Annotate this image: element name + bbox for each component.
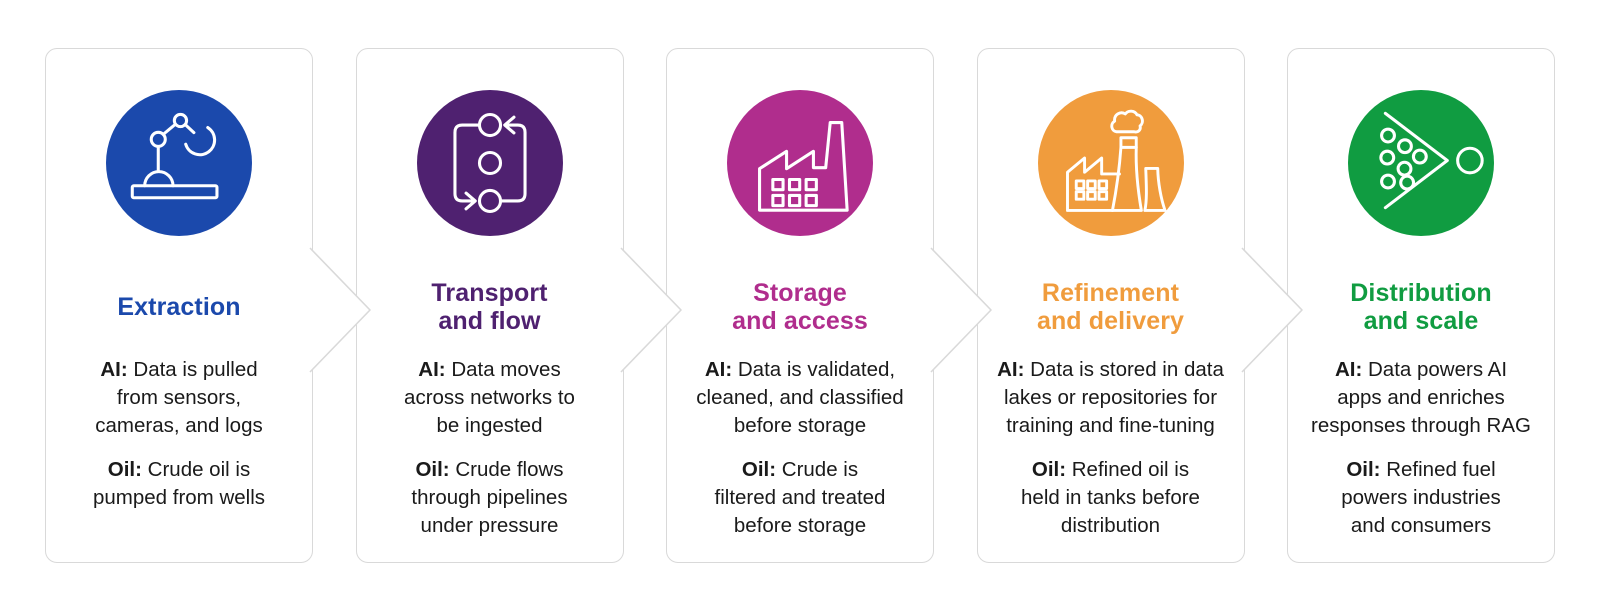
ai-label: AI: — [418, 358, 446, 381]
oil-line: filtered and treated — [714, 486, 886, 509]
stage-title-line: Extraction — [117, 293, 241, 321]
oil-label: Oil: — [107, 458, 142, 481]
oil-label: Oil: — [415, 458, 450, 481]
stage-title-line: and scale — [1363, 307, 1479, 335]
ai-line: cameras, and logs — [95, 414, 263, 437]
transport-icon-circle — [416, 90, 563, 236]
oil-description: Oil: Refined oil is held in tanks before… — [982, 456, 1240, 540]
stage-title: Refinement and delivery — [978, 278, 1244, 336]
ai-description: AI: Data is validated, cleaned, and clas… — [671, 356, 929, 440]
stage-card-extraction: Extraction AI: Data is pulled from senso… — [45, 48, 371, 563]
ai-line: lakes or repositories for — [1003, 386, 1218, 409]
robot-arm-icon — [130, 112, 219, 200]
stage-title: Storage and access — [667, 278, 933, 336]
oil-line: and consumers — [1350, 514, 1492, 537]
stage-description: AI: Data is pulled from sensors, cameras… — [46, 356, 312, 512]
ai-line: responses through RAG — [1311, 414, 1531, 437]
stage-title-line: Transport — [431, 279, 548, 307]
flow-loop-icon — [452, 112, 527, 214]
oil-line: Crude flows — [455, 458, 564, 481]
oil-line: distribution — [1060, 514, 1161, 537]
ai-line: before storage — [733, 414, 867, 437]
storage-icon-circle — [727, 90, 873, 236]
oil-line: Refined oil is — [1071, 458, 1190, 481]
ai-line: Data powers AI — [1368, 358, 1508, 381]
oil-line: Crude is — [781, 458, 859, 481]
ai-line: Data is validated, — [737, 358, 896, 381]
stage-title-line: Refinement — [1041, 279, 1180, 307]
extraction-icon-circle — [106, 90, 252, 236]
oil-label: Oil: — [741, 458, 777, 481]
stage-title: Transport and flow — [357, 278, 623, 336]
ai-label: AI: — [997, 358, 1025, 381]
stage-card-distribution-and-scale: Distribution and scale AI: Data powers A… — [1287, 48, 1555, 563]
oil-line: held in tanks before — [1021, 486, 1200, 509]
ai-label: AI: — [704, 358, 733, 381]
oil-line: Refined fuel — [1386, 458, 1496, 481]
ai-label: AI: — [1334, 358, 1363, 381]
stage-card-refinement-and-delivery: Refinement and delivery AI: Data is stor… — [976, 48, 1303, 563]
oil-line: before storage — [733, 514, 867, 537]
ai-line: training and fine-tuning — [1006, 414, 1215, 437]
oil-description: Oil: Refined fuel powers industries and … — [1292, 456, 1550, 540]
stage-title-line: Storage — [753, 279, 847, 307]
oil-label: Oil: — [1346, 458, 1381, 481]
stage-title-line: and access — [732, 307, 868, 335]
funnel-distribution-icon — [1379, 111, 1484, 210]
ai-description: AI: Data powers AI apps and enriches res… — [1292, 356, 1550, 440]
oil-line: through pipelines — [411, 486, 568, 509]
pipeline-diagram: Extraction AI: Data is pulled from senso… — [45, 48, 1555, 563]
stage-title: Distribution and scale — [1288, 278, 1554, 336]
ai-line: Data is stored in data — [1030, 358, 1224, 381]
refinery-icon — [1065, 109, 1166, 212]
ai-line: Data moves — [451, 358, 561, 381]
stage-description: AI: Data moves across networks to be ing… — [357, 356, 623, 540]
stage-title: Extraction — [46, 278, 312, 336]
stage-title-line: and delivery — [1036, 307, 1185, 335]
ai-line: cleaned, and classified — [696, 386, 904, 409]
oil-line: Crude oil is — [147, 458, 251, 481]
ai-label: AI: — [100, 358, 128, 381]
stage-card-storage-and-access: Storage and access AI: Data is validated… — [666, 48, 992, 563]
oil-line: under pressure — [420, 514, 559, 537]
stage-card-transport-and-flow: Transport and flow AI: Data moves across… — [355, 48, 682, 563]
ai-line: across networks to — [404, 386, 575, 409]
oil-line: pumped from wells — [92, 486, 266, 509]
stage-description: AI: Data is stored in data lakes or repo… — [978, 356, 1244, 540]
ai-line: Data is pulled — [133, 358, 258, 381]
ai-description: AI: Data is stored in data lakes or repo… — [982, 356, 1240, 440]
ai-line: from sensors, — [116, 386, 242, 409]
oil-description: Oil: Crude oil is pumped from wells — [50, 456, 308, 512]
refinement-icon-circle — [1037, 90, 1184, 236]
factory-icon — [758, 121, 849, 212]
stage-description: AI: Data powers AI apps and enriches res… — [1288, 356, 1554, 540]
oil-description: Oil: Crude flows through pipelines under… — [361, 456, 619, 540]
ai-description: AI: Data moves across networks to be ing… — [361, 356, 619, 440]
oil-line: powers industries — [1341, 486, 1501, 509]
stage-title-line: and flow — [438, 307, 541, 335]
oil-label: Oil: — [1031, 458, 1067, 481]
ai-line: be ingested — [436, 414, 543, 437]
stage-description: AI: Data is validated, cleaned, and clas… — [667, 356, 933, 540]
distribution-icon-circle — [1348, 90, 1494, 236]
oil-description: Oil: Crude is filtered and treated befor… — [671, 456, 929, 540]
ai-description: AI: Data is pulled from sensors, cameras… — [50, 356, 308, 440]
stage-title-line: Distribution — [1350, 279, 1492, 307]
ai-line: apps and enriches — [1337, 386, 1505, 409]
